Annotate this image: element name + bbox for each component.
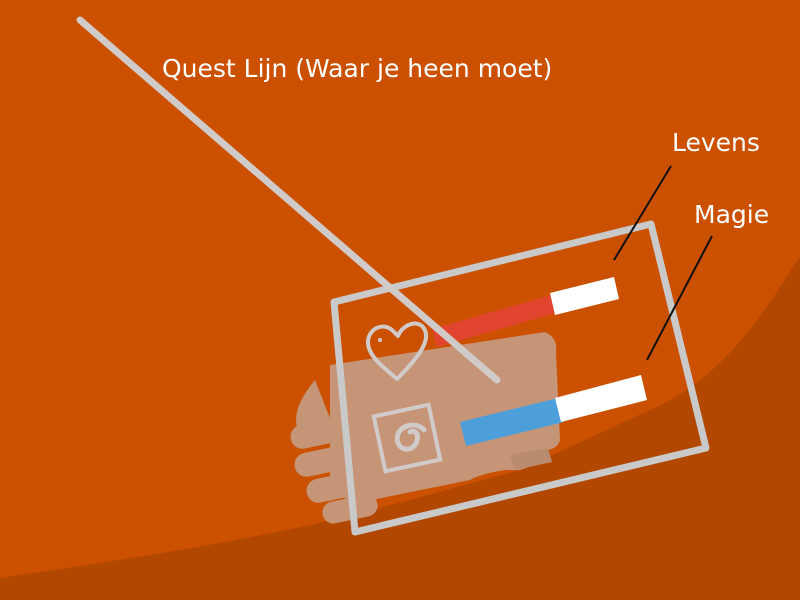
quest-line-label: Quest Lijn (Waar je heen moet) [162,54,553,83]
health-label: Levens [672,128,760,157]
spiral-icon [371,402,443,474]
magic-bar-empty [555,375,647,422]
magic-bar [460,375,647,446]
health-bar-fill [432,294,560,347]
health-annotation-line [613,165,672,261]
health-bar-empty [550,277,619,315]
hud-frame [330,220,710,536]
ground [0,256,800,600]
magic-label: Magie [694,200,770,229]
health-bar [432,277,619,347]
heart-icon [366,321,428,381]
magic-annotation-line [646,235,713,361]
magic-bar-fill [460,398,564,446]
quest-line [76,16,501,384]
